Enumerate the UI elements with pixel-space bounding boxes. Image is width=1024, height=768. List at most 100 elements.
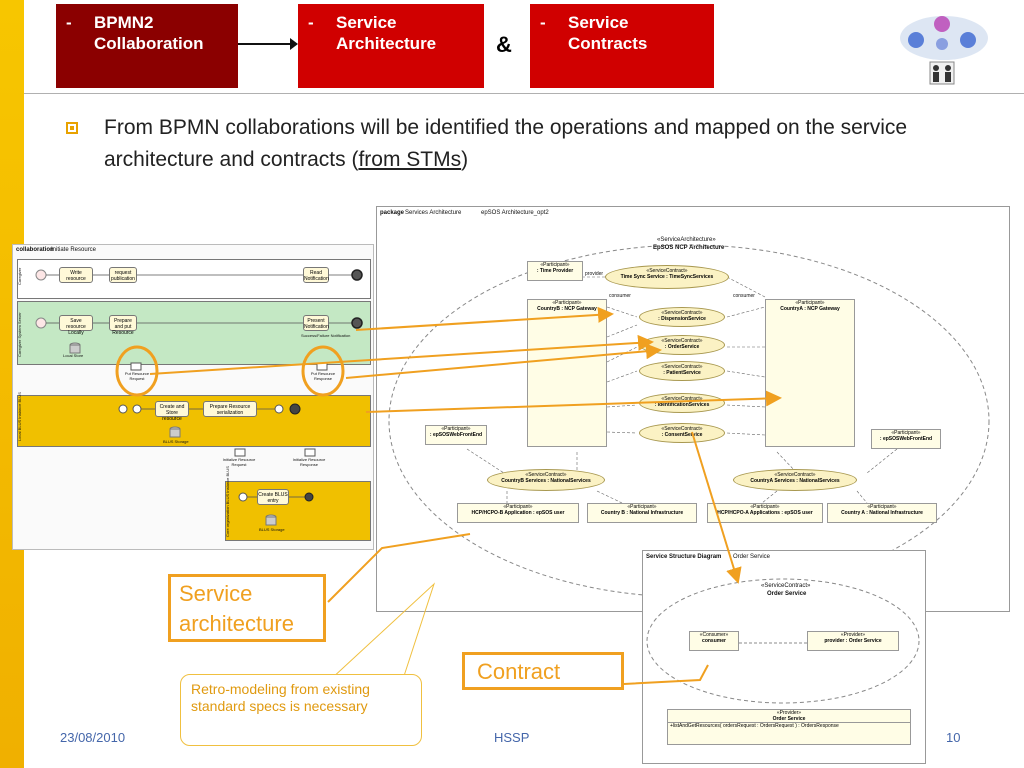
participant-hcp-a: «Participant» HCP/HCPO-A Applications : … — [707, 503, 823, 523]
participant-web-right: «Participant» : epSOSWebFrontEnd — [871, 429, 941, 449]
name: CountryB Services : NationalServices — [501, 478, 591, 484]
task-write-resource: Write resource — [59, 267, 93, 283]
ssd-shapes — [646, 578, 920, 704]
contract-time-sync: «ServiceContract» Time Sync Service : Ti… — [605, 265, 729, 289]
arch-stereotype: «ServiceArchitecture» — [657, 237, 716, 243]
lane-core-blus — [225, 481, 371, 541]
contract-patient: «ServiceContract» : PatientService — [639, 361, 725, 381]
name: consumer — [702, 638, 726, 644]
from-stms-link[interactable]: from STMs — [358, 148, 462, 171]
name: HCP/HCPO-A Applications : epSOS user — [717, 510, 813, 516]
header-box-dash: - — [540, 13, 546, 32]
stereo: «ServiceContract» — [525, 472, 567, 478]
ssd-tab-label: Service Structure Diagram — [646, 554, 722, 560]
task-prepare-serialization: Prepare Resource serialization — [203, 401, 257, 417]
lane-local-blus — [17, 395, 371, 447]
name: HCP/HCPO-B Application : epSOS user — [471, 510, 565, 516]
bullet-text-end: ) — [461, 148, 469, 171]
ssd-stereo: «ServiceContract» — [761, 583, 811, 589]
task-present-notification: Present Notification — [303, 315, 329, 331]
stereo: «Consumer» — [699, 632, 729, 638]
package-tab: epSOS Architecture_opt2 — [481, 210, 549, 216]
bullet-text-main: From BPMN collaborations will be identif… — [104, 116, 908, 171]
name: Order Service — [668, 716, 910, 723]
stereo: «Participant» — [795, 300, 825, 306]
name: : ConsentService — [661, 432, 703, 438]
name: : Time Provider — [536, 268, 574, 274]
header-separator — [24, 93, 1024, 94]
task-create-blus-entry: Create BLUS entry — [257, 489, 289, 505]
stereo: «Participant» — [552, 300, 582, 306]
label-local-store: Local Store — [63, 353, 84, 358]
stereo: «ServiceContract» — [661, 310, 703, 316]
name: : epSOSWebFrontEnd — [879, 436, 933, 442]
name: : DispensionService — [658, 316, 706, 322]
header-box-title: Service Contracts — [568, 13, 648, 53]
stereo: «Provider» — [776, 710, 802, 716]
header-box-dash: - — [66, 13, 72, 32]
contract-callout: Contract — [462, 652, 624, 690]
name: provider : Order Service — [824, 638, 882, 644]
label-success-failure: Success/Failure Notification — [301, 333, 351, 338]
contract-national-b: «ServiceContract» CountryB Services : Na… — [487, 469, 605, 491]
stereo: «ServiceContract» — [774, 472, 816, 478]
contract-identification: «ServiceContract» : IdentificationServic… — [639, 393, 725, 413]
package-name: Services Architecture — [405, 210, 462, 216]
consumer-label: consumer — [609, 293, 631, 299]
footer-page-number: 10 — [946, 730, 961, 745]
name: : PatientService — [663, 370, 701, 376]
label-put-response: Put Resource Response — [310, 371, 336, 381]
stereo: «Provider» — [840, 632, 866, 638]
operation: +listAndGetResources( ordersRequest : Or… — [670, 723, 839, 729]
label-blus-storage-2: BLUS Storage — [259, 527, 285, 532]
participant-time-provider: «Participant» : Time Provider — [527, 261, 583, 281]
stereo: «Participant» — [891, 430, 921, 436]
stereo: «Participant» — [750, 504, 780, 510]
contract-dispension: «ServiceContract» : DispensionService — [639, 307, 725, 327]
stereo: «ServiceContract» — [661, 426, 703, 432]
participant-country-b: «Participant» Country B : National Infra… — [587, 503, 697, 523]
contract-national-a: «ServiceContract» CountryA Services : Na… — [733, 469, 857, 491]
footer-date: 23/08/2010 — [60, 730, 126, 745]
stereo: «Participant» — [503, 504, 533, 510]
participant-ncp-b: «Participant» CountryB : NCP Gateway — [527, 299, 607, 447]
ampersand: & — [496, 32, 512, 57]
bpmn-tab-name: Initiate Resource — [51, 247, 97, 253]
participant-country-a: «Participant» Country A : National Infra… — [827, 503, 937, 523]
name: : epSOSWebFrontEnd — [429, 432, 483, 438]
participant-hcp-b: «Participant» HCP/HCPO-B Application : e… — [457, 503, 579, 523]
name: Time Sync Service : TimeSyncServices — [620, 274, 714, 280]
name: : OrderService — [664, 344, 700, 350]
task-prepare-put: Prepare and put Resource — [109, 315, 137, 336]
name: : IdentificationServices — [654, 402, 710, 408]
name: Country A : National Infrastructure — [841, 510, 923, 516]
stereo: «ServiceContract» — [661, 396, 703, 402]
ssd-consumer: «Consumer» consumer — [689, 631, 739, 651]
header-box-title: BPMN2 Collaboration — [94, 13, 204, 53]
ssd-interface: «Provider» Order Service +listAndGetReso… — [667, 709, 911, 745]
service-architecture-callout: Service architecture — [168, 574, 326, 642]
retro-modeling-note: Retro-modeling from existing standard sp… — [180, 674, 422, 746]
provider-label: provider — [585, 271, 604, 277]
name: CountryA : NCP Gateway — [780, 306, 840, 312]
ssd-tab-name: Order Service — [733, 554, 771, 560]
package-label: package — [380, 210, 405, 216]
bullet-icon — [66, 122, 78, 134]
participant-ncp-a: «Participant» CountryA : NCP Gateway — [765, 299, 855, 447]
task-request-publication: request publication — [109, 267, 137, 283]
ssd-provider: «Provider» provider : Order Service — [807, 631, 899, 651]
header-box-service-contracts: - Service Contracts — [530, 4, 714, 88]
label-init-request: Initialize Resource Request — [222, 457, 256, 467]
task-read-notification: Read Notification — [303, 267, 329, 283]
label-init-response: Initialize Resource Response — [292, 457, 326, 467]
contract-consent: «ServiceContract» : ConsentService — [639, 423, 725, 443]
bpmn-flows — [35, 269, 363, 526]
header-arrow — [238, 38, 298, 50]
header-box-service-architecture: - Service Architecture — [298, 4, 484, 88]
bpmn-collaboration-diagram: collaboration Initiate Resource Caregive… — [12, 244, 374, 550]
stereo: «ServiceContract» — [661, 364, 703, 370]
label-put-request: Put Resource Request — [124, 371, 150, 381]
stereo: «Participant» — [627, 504, 657, 510]
bullet-text: From BPMN collaborations will be identif… — [104, 112, 984, 176]
